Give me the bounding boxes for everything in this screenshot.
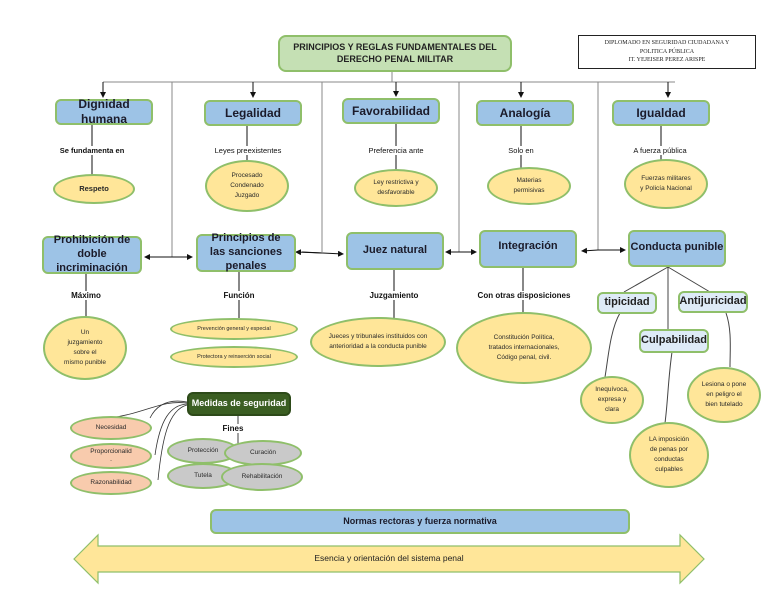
node-label: tipicidad xyxy=(604,296,650,309)
credit-line-1: DIPLOMADO EN SEGURIDAD CIUDADANA Y xyxy=(604,40,730,46)
ellipse-text: Materias permisivas xyxy=(513,176,545,194)
node-favorabilidad: Favorabilidad xyxy=(342,98,440,124)
ellipse-razonabilidad: Razonabilidad xyxy=(70,471,152,495)
node-medidas-seguridad: Medidas de seguridad xyxy=(187,392,291,416)
normas-rectoras-bar: Normas rectoras y fuerza normativa xyxy=(210,509,630,534)
ellipse-respeto: Respeto xyxy=(53,174,135,204)
node-label: Dignidad humana xyxy=(78,97,130,126)
main-title: PRINCIPIOS Y REGLAS FUNDAMENTALES DEL DE… xyxy=(278,35,512,72)
ellipse-text: Respeto xyxy=(79,184,109,194)
ellipse-rehabilitacion: Rehabilitación xyxy=(221,463,303,491)
ellipse-text: LA imposición de penas por conductas cul… xyxy=(648,435,690,474)
node-tipicidad: tipicidad xyxy=(597,292,657,314)
ellipse-fuerzas-militares: Fuerzas militares y Policía Nacional xyxy=(624,159,708,209)
node-label: Prohibición de doble incriminación xyxy=(53,234,131,274)
ellipse-text: Protección xyxy=(187,446,219,454)
ellipse-un-juzgamiento: Un juzgamiento sobre el mismo punible xyxy=(43,316,127,380)
node-principios-sanciones: Principios de las sanciones penales xyxy=(196,232,296,272)
node-label: Culpabilidad xyxy=(641,334,707,347)
ellipse-text: Razonabilidad xyxy=(90,478,132,486)
node-label: Integración xyxy=(498,240,558,252)
node-label: Analogía xyxy=(499,105,551,120)
credit-line-2: POLITICA PÚBLICA xyxy=(639,48,695,55)
connector-con-otras-disposiciones: Con otras disposiciones xyxy=(476,291,572,300)
ellipse-text: Protectora y reinserción social xyxy=(197,353,271,360)
connector-maximo: Máximo xyxy=(70,291,102,300)
connector-funcion: Función xyxy=(222,291,256,300)
ellipse-inequivoca: Inequívoca, expresa y clara xyxy=(580,376,644,424)
ellipse-protectora: Protectora y reinserción social xyxy=(170,346,298,368)
ellipse-constitucion: Constitución Política, tratados internac… xyxy=(456,312,592,384)
ellipse-ley-restrictiva: Ley restrictiva y desfavorable xyxy=(354,169,438,207)
node-label: Favorabilidad xyxy=(351,103,431,118)
node-label: Principios de las sanciones penales xyxy=(209,232,283,272)
ellipse-text: Fuerzas militares y Policía Nacional xyxy=(640,174,692,192)
ellipse-proporcionalidad: Proporcionalid . xyxy=(70,443,152,469)
ellipse-text: Prevención general y especial xyxy=(197,325,271,332)
node-juez-natural: Juez natural xyxy=(346,232,444,270)
ellipse-text: Inequívoca, expresa y clara xyxy=(595,385,629,414)
esencia-arrow-text: Esencia y orientación del sistema penal xyxy=(314,553,464,563)
ellipse-text: Proporcionalid . xyxy=(90,448,132,463)
ellipse-text: Curación xyxy=(249,448,276,456)
node-label: Conducta punible xyxy=(630,241,724,253)
ellipse-procesado: Procesado Condenado Juzgado xyxy=(205,160,289,212)
main-title-text: PRINCIPIOS Y REGLAS FUNDAMENTALES DEL DE… xyxy=(293,42,497,64)
ellipse-jueces-tribunales: Jueces y tribunales instituidos con ante… xyxy=(310,317,446,367)
connector-preferencia-ante: Preferencia ante xyxy=(367,146,425,155)
ellipse-text: Un juzgamiento sobre el mismo punible xyxy=(64,328,106,367)
connector-a-fuerza-publica: A fuerza pública xyxy=(632,146,688,155)
ellipse-materias-permisivas: Materias permisivas xyxy=(487,167,571,205)
connector-solo-en: Solo en xyxy=(507,146,535,155)
connector-juzgamiento: Juzgamiento xyxy=(368,291,420,300)
ellipse-text: Jueces y tribunales instituidos con ante… xyxy=(328,332,428,350)
esencia-double-arrow xyxy=(73,533,705,585)
node-label: Igualdad xyxy=(636,105,686,120)
ellipse-necesidad: Necesidad xyxy=(70,416,152,440)
ellipse-text: Tutela xyxy=(194,471,212,479)
ellipse-imposicion-penas: LA imposición de penas por conductas cul… xyxy=(629,422,709,488)
ellipse-text: Constitución Política, tratados internac… xyxy=(488,333,560,362)
node-label: Medidas de seguridad xyxy=(191,398,287,409)
node-igualdad: Igualdad xyxy=(612,100,710,126)
ellipse-prevencion: Prevención general y especial xyxy=(170,318,298,340)
normas-rectoras-text: Normas rectoras y fuerza normativa xyxy=(343,515,497,526)
ellipse-text: Rehabilitación xyxy=(241,472,283,480)
ellipse-text: Ley restrictiva y desfavorable xyxy=(373,178,419,196)
node-antijuricidad: Antijuricidad xyxy=(678,291,748,313)
node-conducta-punible: Conducta punible xyxy=(628,230,726,267)
node-culpabilidad: Culpabilidad xyxy=(639,329,709,353)
node-prohibicion-doble-incriminacion: Prohibición de doble incriminación xyxy=(42,234,142,274)
node-analogia: Analogía xyxy=(476,100,574,126)
connector-se-fundamenta: Se fundamenta en xyxy=(58,146,126,155)
ellipse-text: Procesado Condenado Juzgado xyxy=(230,171,264,200)
ellipse-lesiona: Lesiona o pone en peligro el bien tutela… xyxy=(687,367,761,423)
connector-leyes-preexistentes: Leyes preexistentes xyxy=(213,146,283,155)
credit-box: DIPLOMADO EN SEGURIDAD CIUDADANA Y POLIT… xyxy=(578,35,756,69)
node-legalidad: Legalidad xyxy=(204,100,302,126)
ellipse-text: Lesiona o pone en peligro el bien tutela… xyxy=(701,380,747,409)
node-label: Antijuricidad xyxy=(679,295,747,308)
node-dignidad-humana: Dignidad humana xyxy=(55,97,153,126)
node-label: Legalidad xyxy=(224,105,281,120)
node-label: Juez natural xyxy=(362,244,428,257)
connector-fines: Fines xyxy=(221,424,245,433)
node-integracion: Integración xyxy=(479,230,577,268)
credit-line-3: IT. YEJEISER PEREZ ARISPE xyxy=(628,57,706,64)
ellipse-text: Necesidad xyxy=(95,423,127,431)
